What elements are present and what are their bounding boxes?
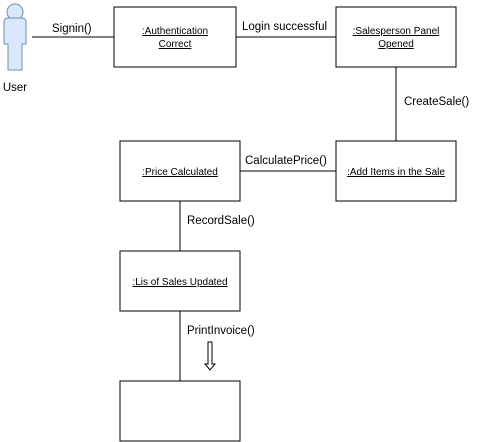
object-sales-line1: :Lis of Sales Updated [132,277,227,288]
object-price-line1: :Price Calculated [142,167,218,178]
connectors [32,36,397,381]
object-panel[interactable]: :Salesperson Panel Opened [335,6,457,68]
message-labels: Signin() Login successful CreateSale() C… [52,21,469,337]
down-arrow-icon [203,341,217,371]
message-calculateprice: CalculatePrice() [245,155,327,167]
object-auth[interactable]: :Authentication Correct [113,6,237,68]
object-additems-line1: :Add Items in the Sale [347,167,445,178]
user-actor-label: User [3,82,27,94]
message-recordsale: RecordSale() [187,215,255,227]
object-blank[interactable] [119,380,241,442]
message-login-successful: Login successful [242,21,327,33]
object-panel-line1: :Salesperson Panel [353,26,440,37]
object-price[interactable]: :Price Calculated [119,140,241,202]
user-actor-icon [3,3,27,71]
object-sales[interactable]: :Lis of Sales Updated [119,250,241,312]
message-createsale: CreateSale() [404,96,469,108]
message-signin: Signin() [52,23,92,35]
object-auth-line2: Correct [159,39,192,50]
message-printinvoice: PrintInvoice() [187,325,255,337]
user-actor[interactable]: User [3,3,27,94]
object-panel-line2: Opened [378,39,414,50]
object-auth-line1: :Authentication [142,26,208,37]
object-additems[interactable]: :Add Items in the Sale [335,140,457,202]
